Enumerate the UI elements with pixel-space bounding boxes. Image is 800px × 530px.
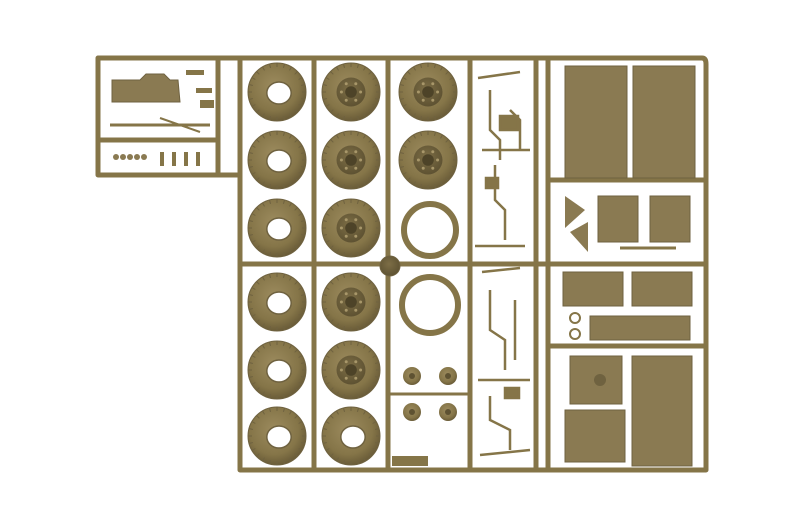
tire	[247, 130, 307, 190]
wheel-with-hub	[398, 62, 458, 122]
tire	[247, 272, 307, 332]
tire	[247, 198, 307, 258]
wheel-parts	[247, 62, 458, 466]
panel-parts	[562, 65, 696, 467]
wheel-with-hub	[321, 198, 381, 258]
tire	[247, 62, 307, 122]
wheel-with-hub	[321, 130, 381, 190]
ring-parts	[379, 201, 461, 336]
tire	[247, 406, 307, 466]
tire	[321, 406, 381, 466]
left-box-parts	[100, 70, 218, 177]
chassis-rod-parts	[475, 70, 531, 457]
small-wheel-parts	[390, 367, 470, 466]
wheel-with-hub	[321, 62, 381, 122]
wheel-with-hub	[321, 340, 381, 400]
wheel-with-hub	[398, 130, 458, 190]
tire	[247, 340, 307, 400]
sprue-frame	[95, 55, 709, 473]
wheel-with-hub	[321, 272, 381, 332]
